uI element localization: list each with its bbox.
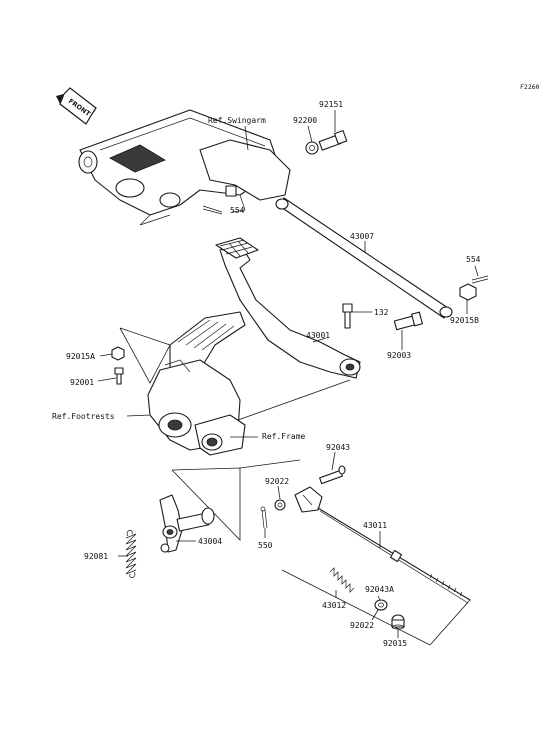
label-92043: 92043 [326,443,350,452]
label-92022-lower: 92022 [350,621,374,630]
leader-ref-swingarm [244,125,249,151]
brake-rod-43011 [317,507,471,604]
cotter-pin-554-top [202,205,223,215]
spring-43012 [329,567,355,593]
nut-92015 [391,614,405,630]
rod-43007 [275,197,453,319]
nut-92015A [111,346,125,361]
label-43011: 43011 [363,521,387,530]
washer-92022-upper [274,499,286,511]
lever-43004 [159,494,215,553]
bolt-92001 [114,367,124,385]
label-92001: 92001 [70,378,94,387]
spring-92081 [125,530,137,578]
bolt-132 [342,303,353,329]
label-92151: 92151 [319,100,343,109]
label-ref-swingarm: Ref.Swingarm [208,116,266,125]
cotter-pin-550 [260,506,268,529]
label-92015: 92015 [383,639,407,648]
bolt-92003 [393,311,423,331]
front-arrow-icon: FRONT [56,87,97,125]
label-ref-frame: Ref.Frame [262,432,306,441]
bolt-92151 [318,130,348,151]
label-92003: 92003 [387,351,411,360]
label-ref-footrests: Ref.Footrests [52,412,115,421]
label-92015A: 92015A [66,352,95,361]
label-554-top: 554 [230,206,245,215]
footrest-assembly-ref [147,311,246,456]
label-92200: 92200 [293,116,317,125]
label-43001: 43001 [306,331,330,340]
label-550: 550 [258,541,273,550]
label-43004: 43004 [198,537,222,546]
figure-code: F2260 [520,83,540,91]
clevis [294,486,323,513]
brake-pedal-43001 [215,237,361,379]
label-554-right: 554 [466,255,481,264]
washer-92022-lower [374,599,388,611]
label-92081: 92081 [84,552,108,561]
nut-92015B [459,283,477,301]
washer-92200 [305,141,319,155]
cotter-pin-554-right [471,275,489,284]
label-92043A: 92043A [365,585,394,594]
label-132: 132 [374,308,389,317]
label-92015B: 92015B [450,316,479,325]
pin-92043 [319,465,346,485]
swingarm-ref [78,109,291,226]
label-43012: 43012 [322,601,346,610]
label-43007: 43007 [350,232,374,241]
label-92022-upper: 92022 [265,477,289,486]
